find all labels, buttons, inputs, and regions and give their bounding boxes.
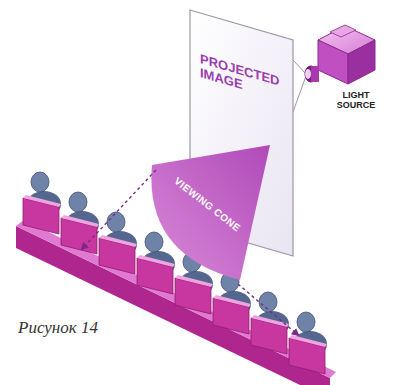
viewing-cone: VIEWING CONE (150, 140, 275, 285)
seat-top (137, 255, 175, 267)
seat-top (175, 275, 213, 287)
seat-top (251, 315, 289, 327)
person-head (297, 312, 315, 332)
person-head (31, 172, 49, 192)
viewing-arrow (238, 284, 298, 335)
seat-top (289, 335, 327, 347)
person-head (145, 232, 163, 252)
person-head (259, 292, 277, 312)
seat-top (61, 215, 99, 227)
seat-top (23, 195, 61, 207)
projector (305, 25, 375, 84)
light-beam (293, 76, 306, 112)
light-beam (293, 60, 306, 74)
figure-caption: Рисунок 14 (16, 318, 100, 338)
light-source-label: LIGHT SOURCE (332, 90, 380, 111)
seat-top (99, 235, 137, 247)
person-head (107, 212, 125, 232)
cone-shape (151, 145, 270, 280)
seat-top (213, 295, 251, 307)
viewing-arrow (82, 170, 156, 249)
person-head (69, 192, 87, 212)
